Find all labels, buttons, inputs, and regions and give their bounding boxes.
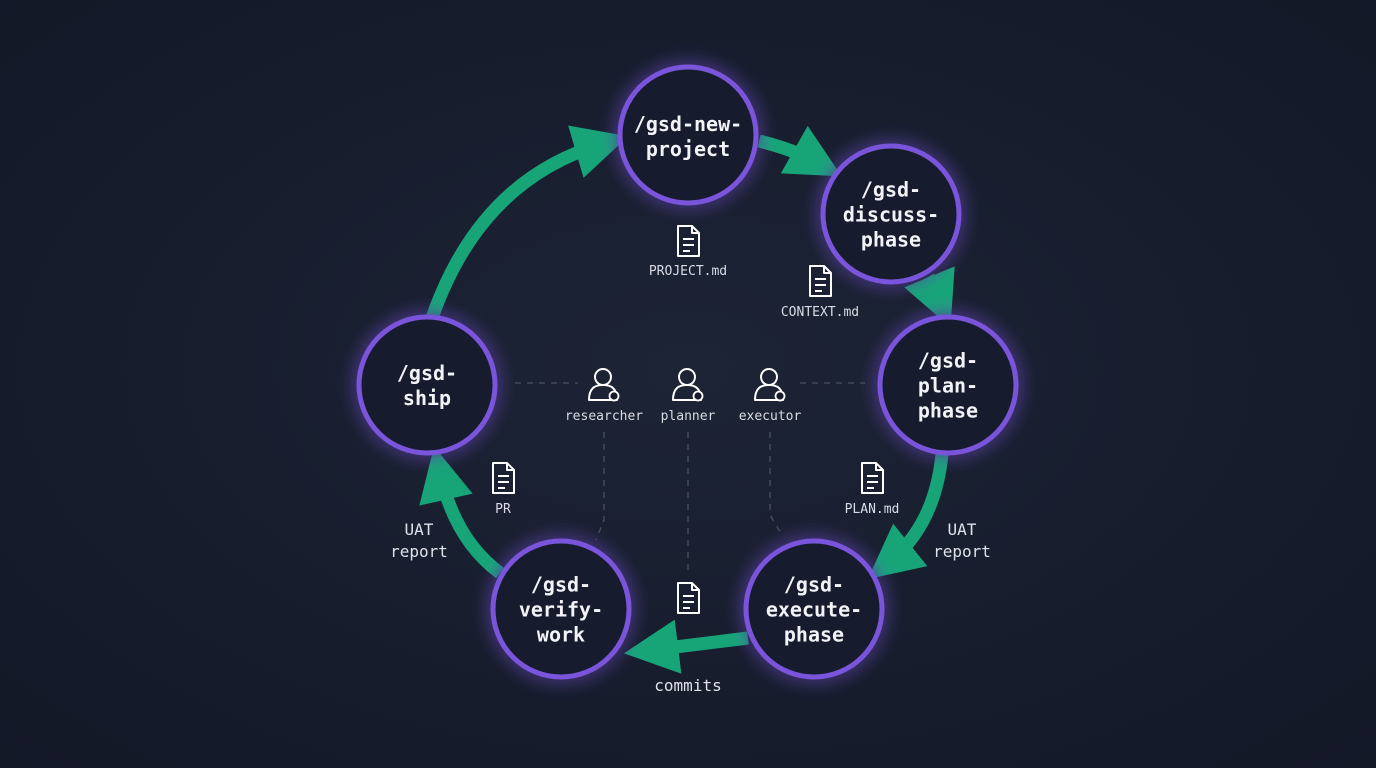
cycle-arrows: [419, 125, 955, 674]
arrow-execute-to-verify: [623, 619, 749, 674]
artifact-project-md: PROJECT.md: [648, 264, 728, 279]
agent-planner-label: planner: [660, 409, 716, 424]
node-label-new-project: /gsd-new- project: [633, 112, 743, 161]
dashed-line-executor-execute: [769, 432, 783, 536]
user-icon: [588, 368, 620, 402]
artifact-commits: commits: [654, 676, 722, 695]
artifact-plan-md: PLAN.md: [844, 502, 900, 517]
nodes: [356, 64, 1019, 680]
dashed-connectors: [515, 382, 865, 570]
document-icon: [809, 265, 832, 297]
arrow-verify-to-ship: [419, 446, 504, 579]
arrow-plan-to-execute: [867, 453, 949, 580]
node-label-plan-phase: /gsd- plan- phase: [917, 348, 979, 423]
user-icon: [672, 368, 704, 402]
document-icon: [677, 582, 700, 614]
node-execute-phase: [743, 538, 885, 680]
user-icon: [754, 368, 786, 402]
document-icon: [492, 462, 515, 494]
uat-report-right: UAT report: [933, 520, 991, 561]
node-ship: [356, 314, 498, 456]
arrow-ship-to-new: [425, 125, 629, 321]
node-plan-phase: [877, 314, 1019, 456]
document-icon: [861, 462, 884, 494]
node-verify-work: [490, 538, 632, 680]
node-label-discuss-phase: /gsd- discuss- phase: [842, 177, 940, 252]
uat-report-left: UAT report: [390, 520, 448, 561]
document-icon: [677, 225, 700, 257]
artifact-context-md: CONTEXT.md: [780, 305, 860, 320]
node-label-ship: /gsd- ship: [396, 361, 458, 410]
artifact-pr: PR: [495, 502, 511, 517]
node-new-project: [617, 64, 759, 206]
node-label-execute-phase: /gsd- execute- phase: [765, 572, 863, 647]
agent-executor-label: executor: [738, 409, 802, 424]
node-label-verify-work: /gsd- verify- work: [518, 572, 604, 647]
arrow-discuss-to-plan: [904, 266, 955, 328]
arrow-new-to-discuss: [757, 125, 842, 177]
dashed-line-researcher-verify: [595, 432, 605, 541]
node-discuss-phase: [820, 143, 962, 285]
agent-researcher-label: researcher: [564, 409, 644, 424]
